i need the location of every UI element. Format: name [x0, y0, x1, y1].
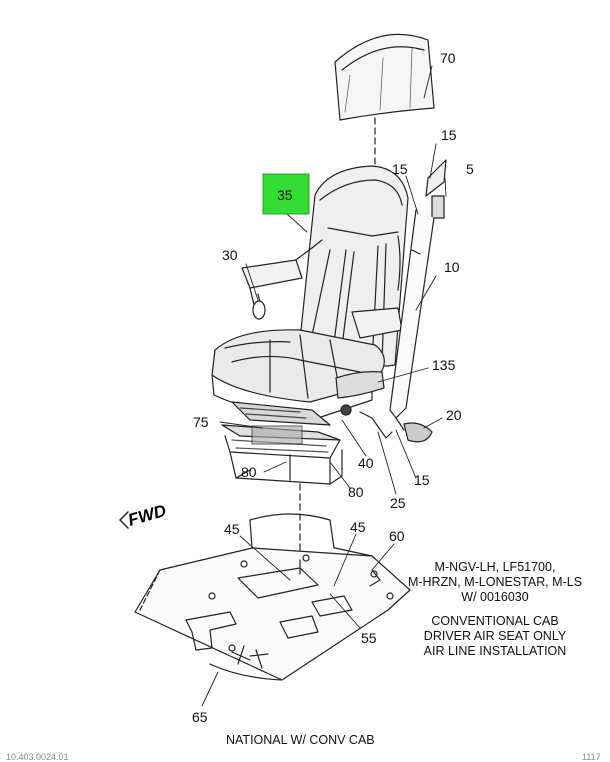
callout-5: 5 [466, 161, 474, 177]
callout-15-bottom: 15 [414, 472, 430, 488]
applicability-line-1: M-NGV-LH, LF51700, [434, 560, 556, 574]
callout-35: 35 [277, 187, 293, 203]
callout-80-right: 80 [348, 484, 364, 500]
applicability-line-2: M-HRZN, M-LONESTAR, M-LS [407, 575, 583, 589]
callout-70: 70 [440, 50, 456, 66]
seat-riser [229, 449, 343, 485]
fwd-arrow-icon [119, 511, 129, 529]
installation-line-2: DRIVER AIR SEAT ONLY [423, 629, 567, 643]
leader-lines [201, 65, 447, 707]
air-valve-assembly [335, 371, 385, 416]
applicability-line-3: W/ 0016030 [461, 590, 529, 604]
applicability-note: M-NGV-LH, LF51700, M-HRZN, M-LONESTAR, M… [400, 560, 590, 605]
callout-30: 30 [222, 247, 238, 263]
callout-15-top: 15 [441, 127, 457, 143]
sheet-number-stub: 1117 [582, 752, 601, 762]
callout-40: 40 [358, 455, 374, 471]
callout-55: 55 [361, 630, 377, 646]
fwd-label: FWD [126, 501, 168, 530]
drawing-number-stub: 10.403.0024.01 [6, 752, 69, 762]
seat-suspension [221, 401, 341, 459]
callout-80-left: 80 [241, 464, 257, 480]
callout-65: 65 [192, 709, 208, 725]
highlight-box-35 [262, 173, 310, 215]
callout-15-belt: 15 [392, 161, 408, 177]
seat-belt-assembly [359, 159, 447, 443]
callout-75: 75 [193, 414, 209, 430]
callout-45-left: 45 [224, 521, 240, 537]
callout-10: 10 [444, 259, 460, 275]
callout-135: 135 [432, 357, 456, 373]
callout-60: 60 [389, 528, 405, 544]
installation-line-3: AIR LINE INSTALLATION [423, 644, 567, 658]
callout-45-right: 45 [350, 519, 366, 535]
footer-caption: NATIONAL W/ CONV CAB [226, 733, 375, 747]
left-armrest [241, 259, 303, 320]
installation-line-1: CONVENTIONAL CAB [431, 614, 559, 628]
callout-20: 20 [446, 407, 462, 423]
headrest [334, 33, 435, 121]
callout-25: 25 [390, 495, 406, 511]
installation-note: CONVENTIONAL CAB DRIVER AIR SEAT ONLY AI… [400, 614, 590, 659]
cab-floor-plate [134, 513, 411, 681]
